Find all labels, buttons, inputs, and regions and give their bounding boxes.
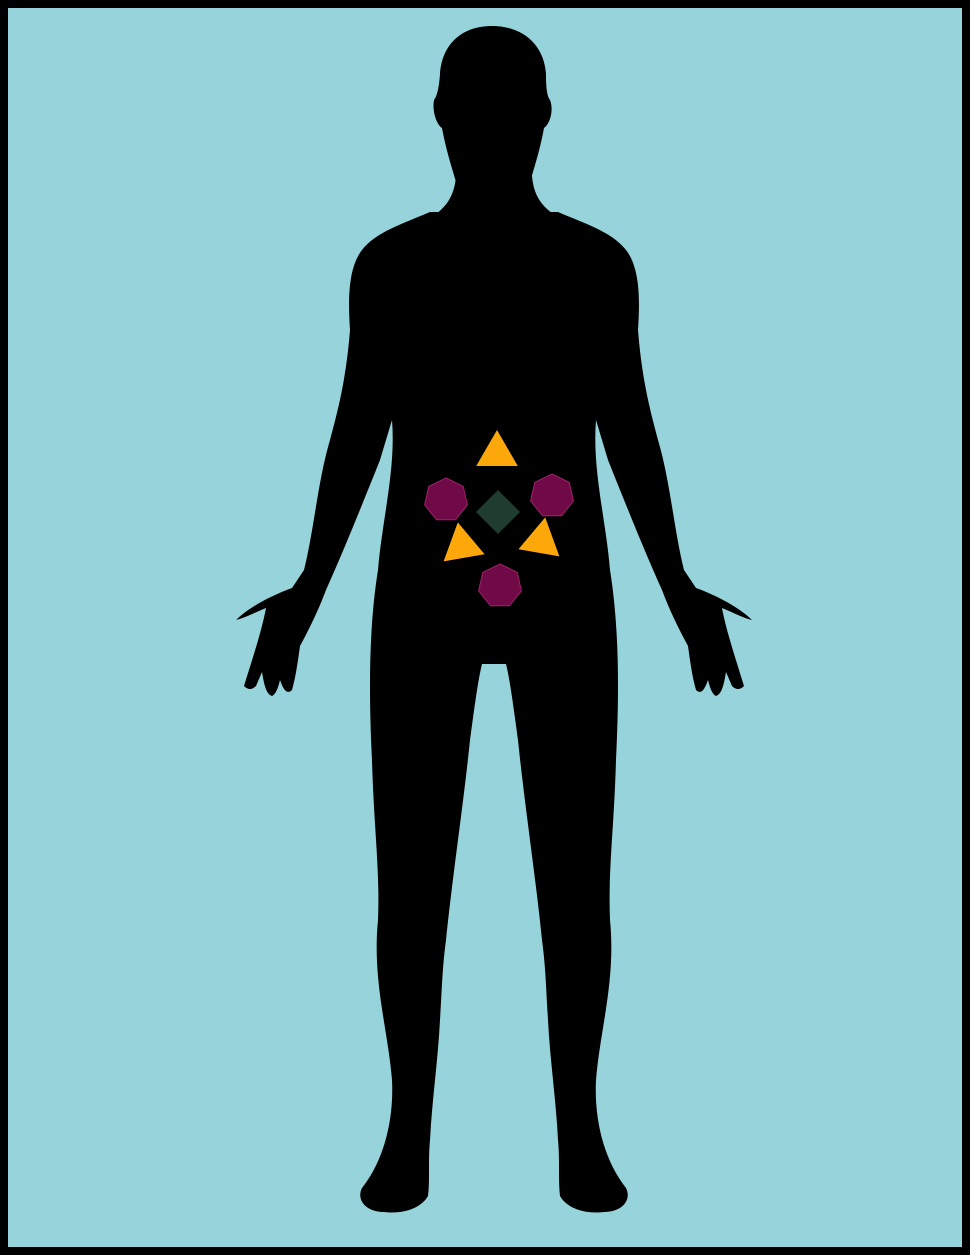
head [433, 26, 551, 182]
diagram-canvas [8, 8, 962, 1247]
